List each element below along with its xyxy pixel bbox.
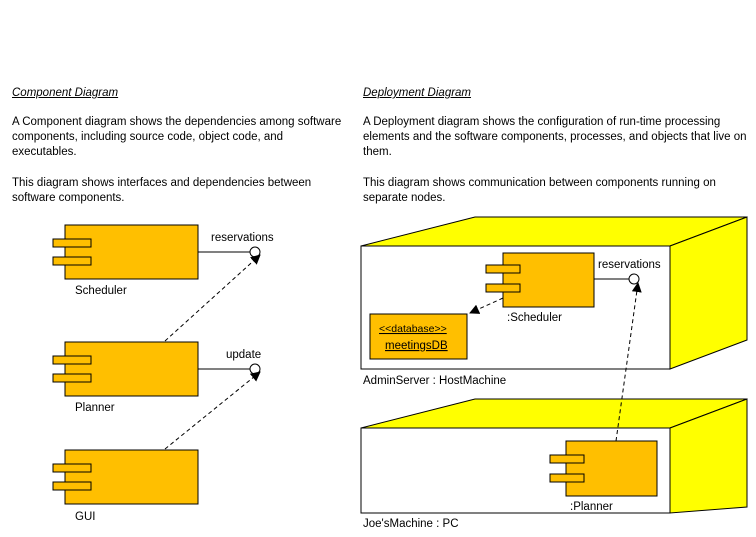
scheduler-label: Scheduler — [75, 285, 127, 297]
deployed-planner-component[interactable] — [549, 440, 658, 497]
gui-label: GUI — [75, 511, 95, 523]
reservations-interface-icon — [249, 246, 261, 258]
component-diagram-note: This diagram shows interfaces and depend… — [12, 177, 312, 204]
deployment-diagram-heading: Deployment Diagram — [363, 87, 472, 99]
deployed-scheduler-component[interactable] — [485, 252, 595, 308]
update-interface-label: update — [226, 349, 261, 361]
planner-component[interactable] — [52, 341, 199, 397]
deployed-planner-label: :Planner — [570, 501, 613, 513]
meetings-db-database[interactable]: <<database>> meetingsDB — [369, 313, 468, 360]
scheduler-component[interactable] — [52, 224, 199, 280]
update-interface-icon — [249, 363, 261, 375]
joes-machine-node-label: Joe'sMachine : PC — [363, 518, 459, 530]
deployment-diagram-note: This diagram shows communication between… — [363, 177, 716, 204]
deployed-reservations-label: reservations — [598, 259, 661, 271]
database-name: meetingsDB — [385, 340, 448, 352]
database-stereotype: <<database>> — [379, 323, 447, 335]
component-diagram-description: A Component diagram shows the dependenci… — [12, 116, 342, 158]
admin-server-node-label: AdminServer : HostMachine — [363, 375, 506, 387]
component-diagram-heading: Component Diagram — [12, 87, 119, 99]
planner-to-reservations-dependency — [164, 254, 261, 342]
reservations-interface-label: reservations — [211, 232, 274, 244]
deployment-diagram-description: A Deployment diagram shows the configura… — [363, 116, 747, 158]
gui-component[interactable] — [52, 449, 199, 505]
deployed-scheduler-label: :Scheduler — [507, 312, 562, 324]
planner-to-reservations-remote-dependency — [615, 282, 642, 442]
gui-to-update-dependency — [164, 371, 261, 450]
scheduler-to-db-dependency — [469, 297, 504, 314]
deployed-reservations-interface-icon — [628, 273, 640, 285]
planner-label: Planner — [75, 402, 115, 414]
